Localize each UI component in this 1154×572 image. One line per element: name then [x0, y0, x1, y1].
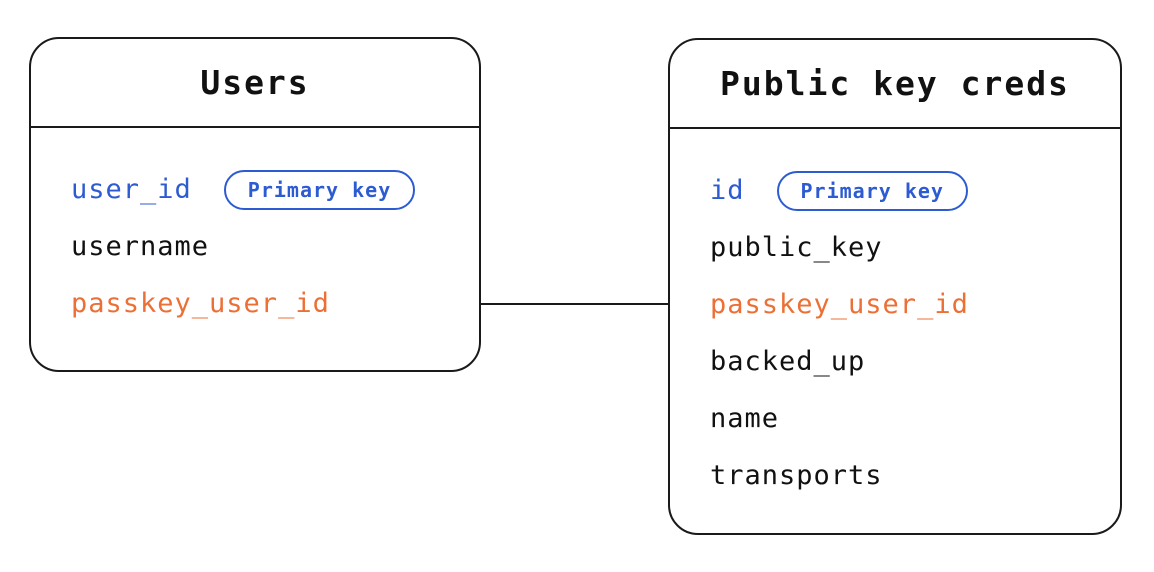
field-row: public_key: [710, 219, 1120, 276]
field-name-transports: transports: [710, 460, 883, 491]
public-key-creds-table-body: id Primary key public_key passkey_user_i…: [670, 129, 1120, 504]
field-row: username: [71, 218, 479, 275]
field-row: name: [710, 390, 1120, 447]
field-name-user-id: user_id: [71, 174, 192, 205]
field-row: transports: [710, 447, 1120, 504]
field-row: backed_up: [710, 333, 1120, 390]
primary-key-badge: Primary key: [776, 170, 968, 211]
field-name-name: name: [710, 403, 780, 434]
field-name-public-key: public_key: [710, 232, 883, 263]
field-row: id Primary key: [710, 162, 1120, 219]
public-key-creds-table-title: Public key creds: [720, 64, 1070, 103]
field-name-passkey-user-id: passkey_user_id: [710, 289, 969, 320]
field-row: passkey_user_id: [71, 275, 479, 332]
users-table-body: user_id Primary key username passkey_use…: [31, 128, 479, 332]
primary-key-badge: Primary key: [223, 169, 416, 210]
users-table-header: Users: [31, 39, 479, 128]
field-row: passkey_user_id: [710, 276, 1120, 333]
public-key-creds-table-card: Public key creds id Primary key public_k…: [668, 38, 1122, 535]
field-row: user_id Primary key: [71, 161, 479, 218]
public-key-creds-table-header: Public key creds: [670, 40, 1120, 129]
users-table-title: Users: [200, 63, 310, 102]
field-name-backed-up: backed_up: [710, 346, 866, 377]
field-name-id: id: [710, 175, 745, 206]
relationship-line: [481, 303, 668, 305]
field-name-username: username: [71, 231, 210, 262]
field-name-passkey-user-id: passkey_user_id: [71, 288, 330, 319]
users-table-card: Users user_id Primary key username passk…: [29, 37, 481, 372]
